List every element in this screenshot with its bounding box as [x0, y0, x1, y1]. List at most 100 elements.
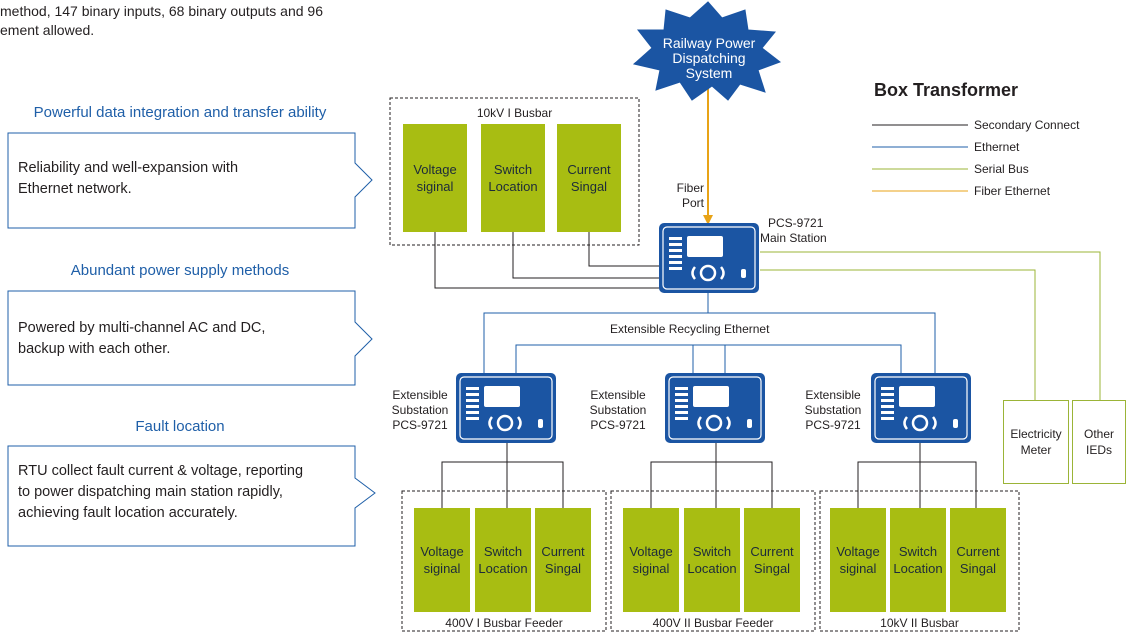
- feature-line: Reliability and well-expansion with: [18, 160, 239, 176]
- box-line: Singal: [544, 561, 582, 576]
- top-busbar-title: 10kV I Busbar: [476, 106, 553, 120]
- box-line: Location: [478, 561, 528, 576]
- feature-line: Powered by multi-channel AC and DC,: [18, 320, 266, 336]
- box-line: Location: [488, 179, 538, 194]
- label-line: PCS-9721: [590, 418, 646, 432]
- cloud-line: Dispatching: [672, 50, 746, 66]
- substation-label: Extensible Substation PCS-9721: [586, 388, 650, 433]
- box-line: Voltage: [420, 544, 464, 559]
- fiber-arrow-down: [703, 215, 713, 225]
- legend-label: Fiber Ethernet: [974, 184, 1051, 198]
- label-line: Substation: [589, 403, 647, 417]
- callout-box-3: [7, 445, 376, 547]
- feature-body: RTU collect fault current & voltage, rep…: [18, 461, 303, 524]
- serial-bus-line: [760, 269, 1036, 400]
- secondary-line: [434, 232, 660, 289]
- feeder-connections-1: [441, 442, 564, 508]
- label-line: Extensible: [590, 388, 646, 402]
- feature-title: Abundant power supply methods: [70, 262, 290, 279]
- intro-line: ement allowed.: [0, 22, 95, 38]
- top-busbar-frame: [389, 97, 640, 246]
- box-line: Current: [750, 544, 794, 559]
- box-line: Meter: [1020, 443, 1052, 457]
- feeder-title: 400V I Busbar Feeder: [445, 616, 563, 630]
- fiber-port-label: Fiber Port: [664, 181, 704, 211]
- box-line: Location: [687, 561, 737, 576]
- box-line: Voltage: [629, 544, 673, 559]
- label-line: Extensible: [805, 388, 861, 402]
- cloud-line: System: [685, 65, 733, 81]
- feature-line: achieving fault location accurately.: [18, 505, 238, 521]
- substation-device-icon: [454, 371, 558, 445]
- label-line: Substation: [391, 403, 449, 417]
- box-line: Singal: [959, 561, 997, 576]
- feeder-title: 400V II Busbar Feeder: [652, 616, 774, 630]
- feature-title: Powerful data integration and transfer a…: [33, 104, 327, 121]
- feeder-frame-3: [819, 490, 1020, 632]
- box-line: Electricity: [1010, 427, 1062, 441]
- box-line: siginal: [839, 561, 877, 576]
- label-line: PCS-9721: [805, 418, 861, 432]
- feature-title: Fault location: [135, 418, 225, 435]
- label-line: Port: [681, 196, 704, 210]
- feeder-frame-2: [610, 490, 816, 632]
- feature-line: RTU collect fault current & voltage, rep…: [18, 463, 304, 479]
- feature-line: to power dispatching main station rapidl…: [18, 484, 283, 500]
- secondary-line: [588, 232, 660, 267]
- substation-label: Extensible Substation PCS-9721: [388, 388, 452, 433]
- dispatch-cloud-icon: [632, 1, 782, 101]
- secondary-line: [512, 232, 660, 279]
- legend-title: Box Transformer: [874, 80, 1019, 100]
- substation-device-icon: [869, 371, 973, 445]
- box-line: Switch: [692, 544, 732, 559]
- label-line: Main Station: [760, 231, 827, 245]
- legend-label: Secondary Connect: [974, 118, 1080, 132]
- box-line: Voltage: [413, 162, 457, 177]
- feeder-title: 10kV II Busbar: [880, 616, 959, 630]
- legend-label: Ethernet: [974, 140, 1020, 154]
- feature-line: Ethernet network.: [18, 181, 132, 197]
- box-line: Singal: [753, 561, 791, 576]
- box-line: Switch: [483, 544, 523, 559]
- feature-body: Powered by multi-channel AC and DC, back…: [18, 318, 265, 360]
- box-line: Other: [1083, 427, 1114, 441]
- dispatch-cloud-label: Railway Power Dispatching System: [654, 36, 764, 81]
- box-line: Current: [541, 544, 585, 559]
- ethernet-line: [483, 292, 709, 374]
- main-station-device-icon: [657, 221, 761, 295]
- substation-label: Extensible Substation PCS-9721: [801, 388, 865, 433]
- feeder-connections-3: [857, 442, 977, 508]
- voltage-signal-box: Voltage siginal: [414, 508, 470, 612]
- label-line: Fiber: [676, 181, 704, 195]
- feature-line: backup with each other.: [18, 341, 171, 357]
- serial-bus-line: [760, 251, 1101, 400]
- box-line: Voltage: [836, 544, 880, 559]
- box-line: Switch: [898, 544, 938, 559]
- label-line: Extensible: [392, 388, 448, 402]
- main-station-label: PCS-9721 Main Station: [760, 216, 827, 246]
- label-line: PCS-9721: [768, 216, 824, 230]
- voltage-signal-box: Voltage siginal: [830, 508, 886, 612]
- substation-device-icon: [663, 371, 767, 445]
- box-line: IEDs: [1085, 443, 1112, 457]
- box-line: Singal: [570, 179, 608, 194]
- label-line: PCS-9721: [392, 418, 448, 432]
- ethernet-ring-label: Extensible Recycling Ethernet: [610, 322, 770, 336]
- callout-box-1: [7, 132, 373, 229]
- feeder-connections-2: [650, 442, 773, 508]
- cloud-line: Railway Power: [662, 35, 756, 51]
- box-line: siginal: [423, 561, 461, 576]
- ethernet-line: [708, 312, 936, 374]
- box-line: Current: [956, 544, 1000, 559]
